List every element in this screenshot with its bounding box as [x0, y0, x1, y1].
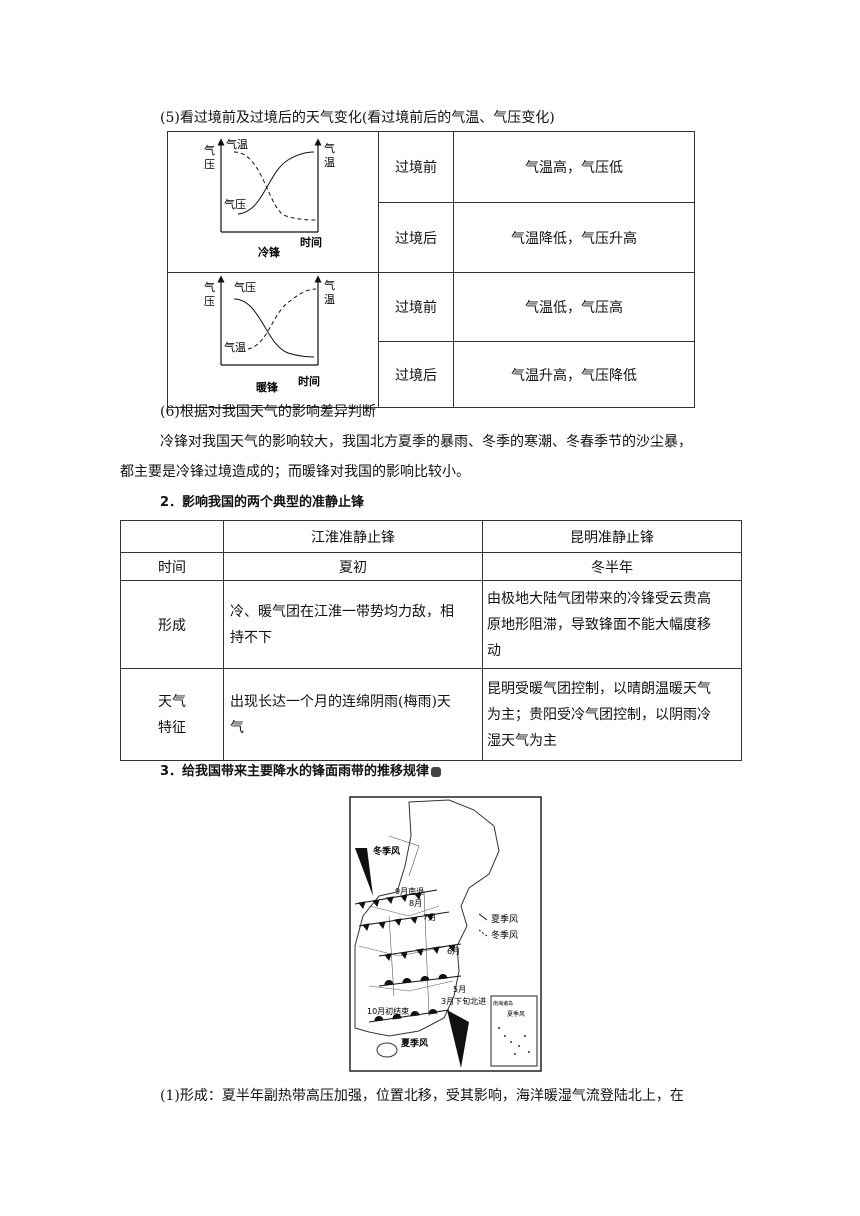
warm-time-label: 时间: [298, 374, 320, 388]
inset-title: 南海诸岛: [493, 1000, 513, 1007]
warm-pressure-curve: [233, 298, 315, 358]
cold-front-diagram: 气 压 气 温 气温 气压 时间 冷锋: [204, 137, 335, 259]
label-aug: 8月: [409, 899, 422, 908]
warm-caption: 暖锋: [256, 380, 279, 394]
table2-time-kunming: 冬半年: [482, 552, 742, 581]
cold-time-label: 时间: [300, 235, 322, 249]
label-jul: 7月: [423, 913, 436, 922]
weather-jh-line-2: 气: [230, 719, 244, 736]
map-summer-monsoon-label: 夏季风: [400, 1037, 428, 1049]
south-china-sea-inset: [490, 995, 538, 1067]
warm-temp-axis-1: 气: [324, 278, 335, 292]
section-6-text-1: 冷锋对我国天气的影响较大，我国北方夏季的暴雨、冬季的寒潮、冬春季节的沙尘暴，: [160, 434, 692, 450]
section-5-heading: (5)看过境前及过境后的天气变化(看过境前后的气温、气压变化): [160, 110, 555, 126]
front-lines: [354, 889, 462, 1023]
province-borders: [358, 835, 454, 1017]
warm-temp-curve: [247, 288, 317, 350]
summer-monsoon-arrow: [447, 1010, 469, 1068]
section-6-text-2: 都主要是冷锋过境造成的；而暖锋对我国的影响比较小。: [120, 464, 470, 480]
mainland-outline: [354, 799, 500, 1037]
warm-temp-curve-label: 气温: [224, 340, 246, 354]
cold-before-desc: 气温高，气压低: [453, 131, 695, 203]
warm-after-label: 过境后: [378, 341, 454, 408]
table2-formation-kunming: 由极地大陆气团带来的冷锋受云贵高 原地形阻滞，导致锋面不能大幅度移 动: [482, 580, 742, 669]
formation-jh-line-1: 冷、暖气团在江淮一带势均力敌，相: [230, 603, 454, 620]
warm-front-diagram-cell: 气 压 气 温 气压 气温 时间 暖锋: [167, 272, 379, 408]
cold-pressure-curve-label: 气压: [224, 197, 246, 211]
warm-pressure-axis-1: 气: [204, 280, 215, 294]
table2-header-empty: [120, 520, 224, 553]
hainan-island: [376, 1042, 398, 1058]
table2-time-jianghuai: 夏初: [223, 552, 483, 581]
cold-temp-curve: [233, 151, 317, 221]
warm-temp-axis-2: 温: [324, 293, 335, 306]
stationary-front-table: 江淮准静止锋 昆明准静止锋 时间 夏初 冬半年 形成 冷、暖气团在江淮一带势均力…: [120, 520, 742, 761]
section-6-heading: (6)根据对我国天气的影响差异判断: [160, 404, 376, 420]
cold-after-label: 过境后: [378, 202, 454, 273]
table2-weather-label: 天气 特征: [120, 668, 224, 761]
map-winter-monsoon-label: 冬季风: [373, 845, 400, 857]
rain-belt-map: 冬季风 夏季风 9月南退 8月 7月 6月 5月 10月初结束 3月下旬北进 夏…: [349, 796, 542, 1072]
warm-after-desc: 气温升高，气压降低: [453, 341, 695, 408]
label-oct: 10月初结束: [367, 1006, 409, 1016]
section-2-heading: 2．影响我国的两个典型的准静止锋: [160, 495, 365, 510]
inset-wind-label: 夏季风: [507, 1010, 525, 1018]
warm-before-desc: 气温低，气压高: [453, 271, 695, 343]
weather-jh-line-1: 出现长达一个月的连绵阴雨(梅雨)天: [230, 693, 451, 710]
warm-front-diagram: 气 压 气 温 气压 气温 时间 暖锋: [204, 275, 335, 394]
label-mar: 3月下旬北进: [441, 996, 486, 1006]
legend-winter-arrow: [478, 929, 488, 937]
weather-km-line-3: 湿天气为主: [487, 732, 557, 749]
legend-winter-label: 冬季风: [491, 929, 518, 941]
section-3-heading-text: 3．给我国带来主要降水的锋面雨带的推移规律: [160, 764, 430, 779]
weather-label-line-2: 特征: [158, 719, 186, 736]
table2-formation-label: 形成: [120, 580, 224, 669]
warm-before-label: 过境前: [378, 271, 454, 343]
table2-weather-jianghuai: 出现长达一个月的连绵阴雨(梅雨)天 气: [223, 668, 483, 761]
formation-paragraph: (1)形成：夏半年副热带高压加强，位置北移，受其影响，海洋暖湿气流登陆北上，在: [160, 1088, 684, 1104]
legend-summer-label: 夏季风: [491, 913, 518, 925]
cold-temp-axis-1: 气: [324, 141, 335, 155]
cold-front-diagram-cell: 气 压 气 温 气温 气压 时间 冷锋: [167, 131, 379, 273]
weather-label-line-1: 天气: [158, 693, 186, 710]
weather-km-line-2: 为主；贵阳受冷气团控制，以阴雨冷: [487, 706, 711, 723]
warm-pressure-axis-2: 压: [204, 295, 215, 308]
table2-time-label: 时间: [120, 552, 224, 581]
warm-pressure-curve-label: 气压: [234, 280, 256, 294]
cold-before-label: 过境前: [378, 131, 454, 203]
formation-km-line-2: 原地形阻滞，导致锋面不能大幅度移: [487, 616, 711, 633]
table2-weather-kunming: 昆明受暖气团控制，以晴朗温暖天气 为主；贵阳受冷气团控制，以阴雨冷 湿天气为主: [482, 668, 742, 761]
label-sep: 9月南退: [395, 886, 424, 896]
label-jun: 6月: [447, 947, 460, 956]
table2-formation-jianghuai: 冷、暖气团在江淮一带势均力敌，相 持不下: [223, 580, 483, 669]
table2-header-kunming: 昆明准静止锋: [482, 520, 742, 553]
label-may: 5月: [453, 985, 466, 994]
formation-km-line-1: 由极地大陆气团带来的冷锋受云贵高: [487, 590, 711, 607]
front-weather-table: 气 压 气 温 气温 气压 时间 冷锋 过境前 气温高，气压低 过境后 气温降低…: [167, 131, 695, 408]
section-3-heading: 3．给我国带来主要降水的锋面雨带的推移规律: [160, 762, 442, 782]
dot-icon: [431, 766, 442, 777]
formation-jh-line-2: 持不下: [230, 629, 272, 646]
cold-pressure-curve: [237, 151, 315, 215]
cold-pressure-axis-1: 气: [204, 143, 215, 157]
table2-header-jianghuai: 江淮准静止锋: [223, 520, 483, 553]
cold-caption: 冷锋: [258, 245, 281, 259]
formation-km-line-3: 动: [487, 642, 501, 659]
weather-km-line-1: 昆明受暖气团控制，以晴朗温暖天气: [487, 680, 711, 697]
legend-summer-arrow: [478, 913, 488, 921]
cold-after-desc: 气温降低，气压升高: [453, 202, 695, 273]
cold-temp-curve-label: 气温: [226, 137, 248, 151]
inset-islands: [498, 1027, 530, 1055]
winter-monsoon-arrow: [355, 848, 373, 896]
cold-temp-axis-2: 温: [324, 156, 335, 169]
cold-pressure-axis-2: 压: [204, 158, 215, 171]
